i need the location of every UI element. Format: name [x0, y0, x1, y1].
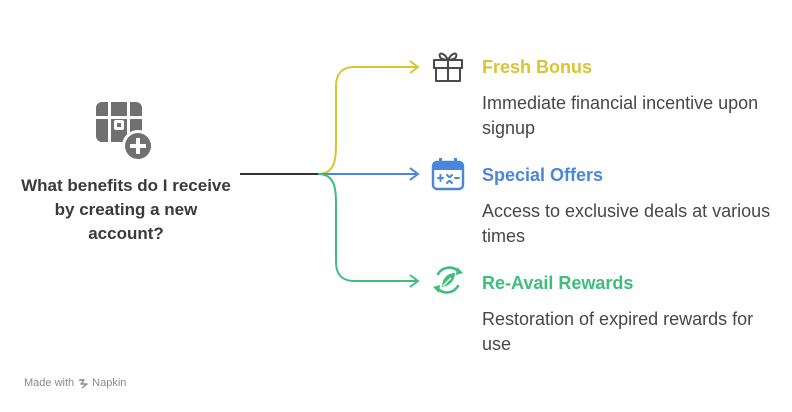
branch-desc-re-avail-rewards: Restoration of expired rewards for use — [482, 309, 754, 354]
branch-title-re-avail-rewards: Re-Avail Rewards — [482, 273, 634, 293]
footer-brand-name: Napkin — [92, 377, 127, 389]
branch-title-special-offers: Special Offers — [482, 165, 604, 185]
footer-credit: Made with Napkin — [24, 377, 126, 389]
footer-made-with: Made with — [24, 377, 75, 389]
arrowhead-special-offers — [409, 167, 420, 181]
arrowhead-re-avail-rewards — [409, 274, 420, 288]
recycle-leaf-icon — [433, 266, 463, 294]
arrowhead-fresh-bonus — [409, 60, 420, 74]
treasure-chest-add-icon — [96, 102, 154, 162]
branch-title-fresh-bonus: Fresh Bonus — [482, 57, 593, 77]
connector-re-avail-rewards — [317, 173, 416, 282]
napkin-logo-icon — [79, 378, 88, 389]
branch-desc-fresh-bonus: Immediate financial incentive upon signu… — [482, 93, 759, 138]
connector-fresh-bonus — [317, 66, 416, 175]
central-question: What benefits do I receive by creating a… — [21, 176, 231, 243]
napkin-brand: Napkin — [78, 377, 126, 389]
calendar-sparkle-icon — [431, 158, 465, 191]
gift-icon — [433, 52, 463, 82]
branch-desc-special-offers: Access to exclusive deals at various tim… — [482, 201, 771, 246]
